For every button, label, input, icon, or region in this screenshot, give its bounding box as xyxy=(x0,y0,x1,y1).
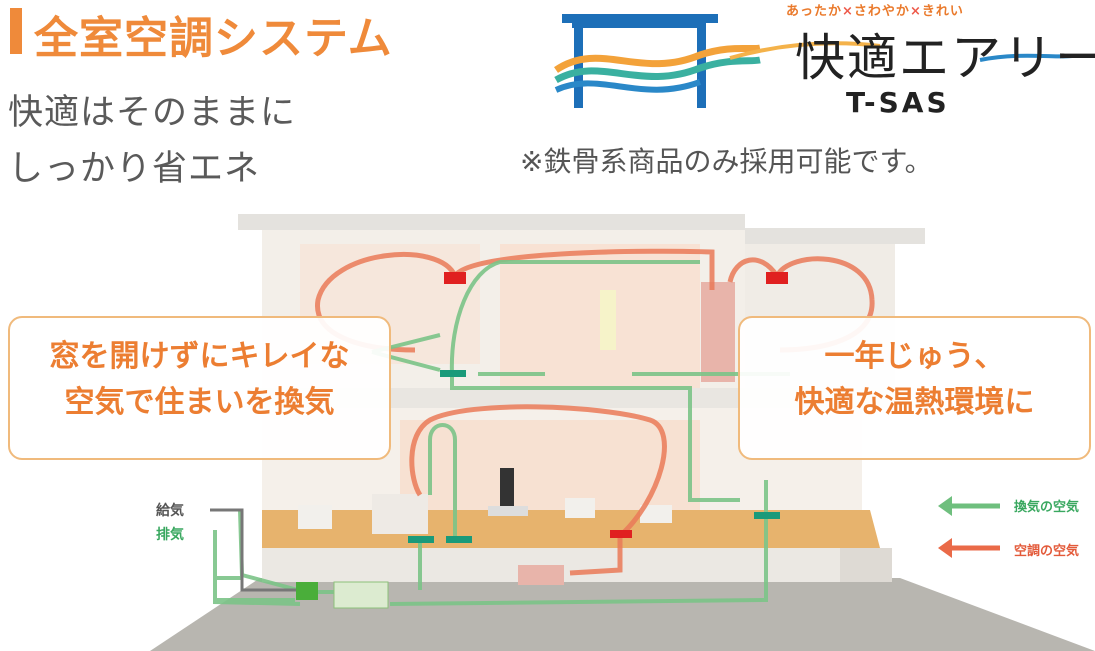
callout-left-line2: 空気で住まいを換気 xyxy=(64,385,335,420)
legend-arrows xyxy=(938,496,1000,558)
logo-sub-fresh: さわやか xyxy=(853,4,910,19)
logo-icon xyxy=(554,14,1073,108)
logo-subtitle: あったか×さわやか×きれい xyxy=(786,0,964,19)
logo-sub-warm: あったか xyxy=(786,4,843,19)
heat-exchanger-icon xyxy=(333,581,389,609)
logo-model: T-SAS xyxy=(846,86,950,119)
callout-right-line2: 快適な温熱環境に xyxy=(794,385,1035,420)
callout-right-line1: 一年じゅう、 xyxy=(824,339,1005,374)
legend-ventilation: 換気の空気 xyxy=(1014,500,1080,515)
supply-line xyxy=(210,508,296,592)
ventilation-unit-icon xyxy=(296,582,318,600)
logo-name: 快適エアリー xyxy=(795,29,1095,87)
page-title: 全室空調システム xyxy=(34,13,393,64)
logo-sub-sep: × xyxy=(842,4,854,19)
product-note: ※鉄骨系商品のみ採用可能です。 xyxy=(520,145,933,178)
title-accent-bar xyxy=(10,8,22,54)
logo-sub-clean: きれい xyxy=(921,4,964,19)
logo-sub-sep: × xyxy=(909,4,922,19)
tagline-line2: しっかり省エネ xyxy=(8,149,261,189)
house-illustration xyxy=(150,214,1095,651)
legend-conditioning: 空調の空気 xyxy=(1014,544,1080,559)
callout-left-line1: 窓を開けずにキレイな xyxy=(49,339,350,374)
callout-comfort: 一年じゅう、 快適な温熱環境に xyxy=(738,316,1091,460)
supply-label: 給気 xyxy=(156,503,184,519)
callout-ventilation: 窓を開けずにキレイな 空気で住まいを換気 xyxy=(8,316,391,460)
tagline-line1: 快適はそのままに xyxy=(8,93,297,133)
ventilation-air-paths xyxy=(213,260,790,606)
vents xyxy=(408,272,788,543)
exhaust-label: 排気 xyxy=(156,527,184,543)
